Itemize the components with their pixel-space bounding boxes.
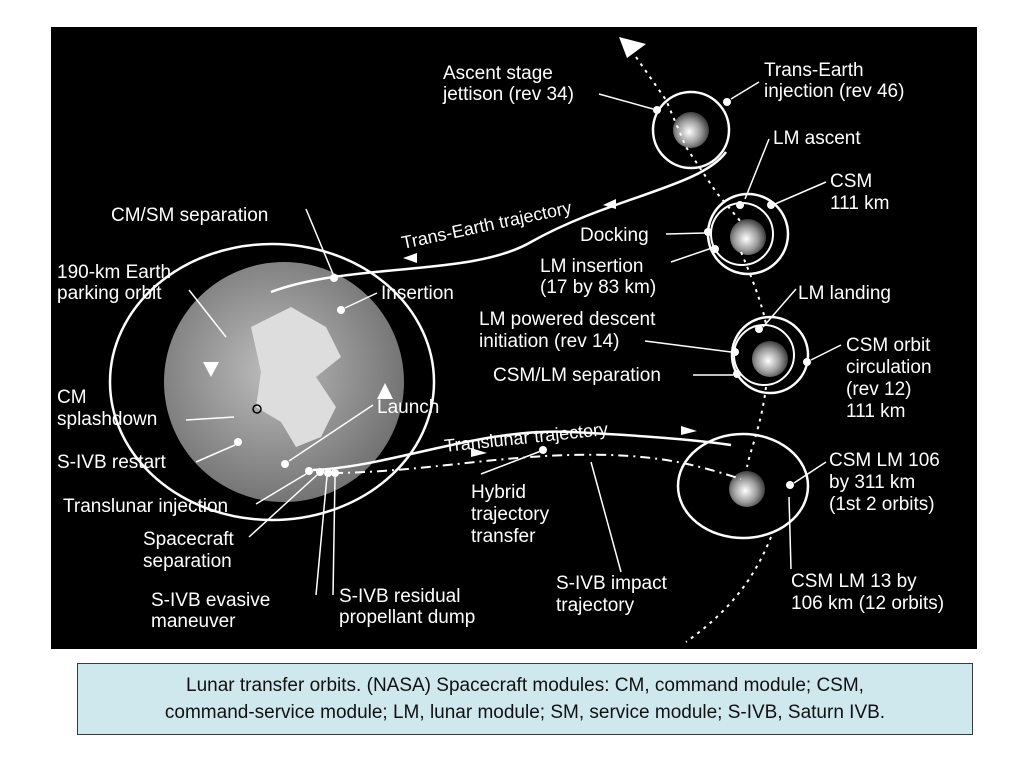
- label-s-ivb-impact-2: trajectory: [556, 595, 635, 616]
- label-cm-splashdown-1: CM: [57, 387, 87, 408]
- lm-ascent-point: [736, 201, 744, 209]
- ascent-jettison-point: [653, 106, 661, 114]
- cm-splashdown-marker: [252, 404, 262, 414]
- trans-earth-arrow-2: [603, 199, 616, 209]
- orbit-arrow-left: [203, 362, 219, 377]
- label-csm-lm-106-2: by 311 km: [829, 472, 915, 493]
- csm-circular-orbit: [730, 315, 810, 395]
- trans-earth-injection-point: [723, 98, 731, 106]
- moon: [673, 112, 709, 148]
- trans-earth-trajectory-line: [270, 151, 728, 294]
- label-s-ivb-impact-1: S-IVB impact: [556, 573, 668, 594]
- event-markers: [234, 98, 811, 489]
- evasive-maneuver-point: [324, 469, 332, 477]
- caption-box: Lunar transfer orbits. (NASA) Spacecraft…: [77, 663, 973, 735]
- label-csm-orbit-circulation-1: CSM orbit: [846, 335, 931, 356]
- earth-group: [108, 242, 436, 522]
- label-cm-splashdown-2: splashdown: [57, 409, 157, 430]
- label-csm-lm-13-2: 106 km (12 orbits): [791, 593, 944, 614]
- translunar-injection-point: [305, 467, 313, 475]
- label-hybrid-transfer-3: transfer: [471, 526, 536, 547]
- label-lm-powered-descent-2: initiation (rev 14): [479, 331, 619, 352]
- label-ascent-stage-2: jettison (rev 34): [442, 84, 574, 105]
- label-parking-orbit-2: parking orbit: [57, 283, 162, 304]
- moon-phase-3: [730, 315, 810, 395]
- label-cm-sm-separation: CM/SM separation: [111, 205, 268, 226]
- moon: [730, 219, 766, 255]
- launch-point: [281, 460, 289, 468]
- label-hybrid-transfer-2: trajectory: [471, 504, 550, 525]
- insertion-point: [337, 306, 345, 314]
- label-s-ivb-evasive-2: maneuver: [151, 611, 236, 632]
- label-lm-insertion-1: LM insertion: [540, 256, 644, 277]
- label-spacecraft-separation-2: separation: [143, 551, 232, 572]
- moon-path-dotted-upper: [635, 56, 742, 223]
- caption-line-1: Lunar transfer orbits. (NASA) Spacecraft…: [186, 675, 864, 696]
- label-csm-orbit-circulation-4: 111 km: [846, 401, 906, 422]
- translunar-arrow-1: [471, 448, 487, 457]
- circulation-point: [803, 358, 811, 366]
- earth-parking-orbit: [108, 242, 436, 522]
- label-trans-earth-injection-2: injection (rev 46): [764, 81, 904, 102]
- earth-landmass: [251, 307, 341, 447]
- label-trans-earth-injection-1: Trans-Earth: [764, 60, 864, 81]
- label-trans-earth-trajectory: Trans-Earth trajectory: [400, 197, 574, 253]
- label-ascent-stage-1: Ascent stage: [443, 63, 553, 84]
- label-lm-ascent: LM ascent: [773, 128, 861, 149]
- label-spacecraft-separation-1: Spacecraft: [143, 529, 235, 550]
- label-lm-insertion-2: (17 by 83 km): [540, 277, 656, 298]
- orbit-arrow-right: [377, 383, 393, 399]
- docking-point: [704, 228, 712, 236]
- csm-point: [767, 201, 775, 209]
- label-hybrid-transfer-1: Hybrid: [471, 482, 526, 503]
- csm-lm-separation-point: [733, 370, 741, 378]
- moon-phase-2: [706, 192, 790, 276]
- label-s-ivb-restart: S-IVB restart: [57, 452, 166, 473]
- label-parking-orbit-1: 190-km Earth: [57, 262, 171, 283]
- label-csm-lm-13-1: CSM LM 13 by: [791, 571, 917, 592]
- translunar-arrow-2: [681, 426, 697, 435]
- translunar-trajectory-line: [312, 430, 732, 472]
- moon-path-dotted-lower: [685, 251, 772, 643]
- cm-sm-separation-point: [330, 274, 338, 282]
- label-lm-landing: LM landing: [798, 283, 891, 304]
- hybrid-transfer-point: [539, 446, 547, 454]
- label-csm-top-1: CSM: [830, 171, 872, 192]
- s-ivb-impact-line: [332, 453, 742, 480]
- ascent-orbit: [651, 90, 731, 170]
- trans-earth-arrow: [403, 253, 417, 263]
- elliptical-orbit: [676, 432, 810, 540]
- moon: [729, 471, 765, 507]
- trajectories: [270, 37, 772, 643]
- label-csm-lm-separation: CSM/LM separation: [493, 365, 661, 386]
- leader-lines: [185, 81, 842, 596]
- label-translunar-injection: Translunar injection: [63, 496, 228, 517]
- label-s-ivb-evasive-1: S-IVB evasive: [151, 590, 270, 611]
- label-csm-lm-106-3: (1st 2 orbits): [829, 494, 935, 515]
- label-s-ivb-residual-1: S-IVB residual: [339, 586, 460, 607]
- label-lm-powered-descent-1: LM powered descent: [479, 309, 656, 330]
- moon-phase-1: [651, 90, 731, 170]
- label-launch: Launch: [377, 397, 439, 418]
- label-csm-orbit-circulation-2: circulation: [846, 357, 932, 378]
- label-csm-top-2: 111 km: [830, 193, 890, 214]
- label-insertion: Insertion: [381, 283, 454, 304]
- spacecraft-separation-point: [316, 468, 324, 476]
- lunar-transfer-diagram: Ascent stage jettison (rev 34) Trans-Ear…: [51, 27, 977, 649]
- label-s-ivb-residual-2: propellant dump: [339, 607, 475, 628]
- label-docking: Docking: [580, 225, 649, 246]
- lm-insertion-point: [711, 245, 719, 253]
- moon: [752, 341, 788, 377]
- lm-landing-point: [755, 325, 763, 333]
- label-translunar-trajectory: Translunar trajectory: [443, 419, 609, 456]
- csm-lm-106-point: [786, 481, 794, 489]
- label-csm-orbit-circulation-3: (rev 12): [846, 379, 911, 400]
- splashdown-point: [234, 438, 242, 446]
- descent-initiation-point: [731, 348, 739, 356]
- residual-dump-point: [331, 469, 339, 477]
- moon-phase-4: [676, 432, 810, 540]
- label-csm-lm-106-1: CSM LM 106: [829, 450, 940, 471]
- escape-arrow: [619, 37, 646, 58]
- caption-line-2: command-service module; LM, lunar module…: [164, 702, 886, 723]
